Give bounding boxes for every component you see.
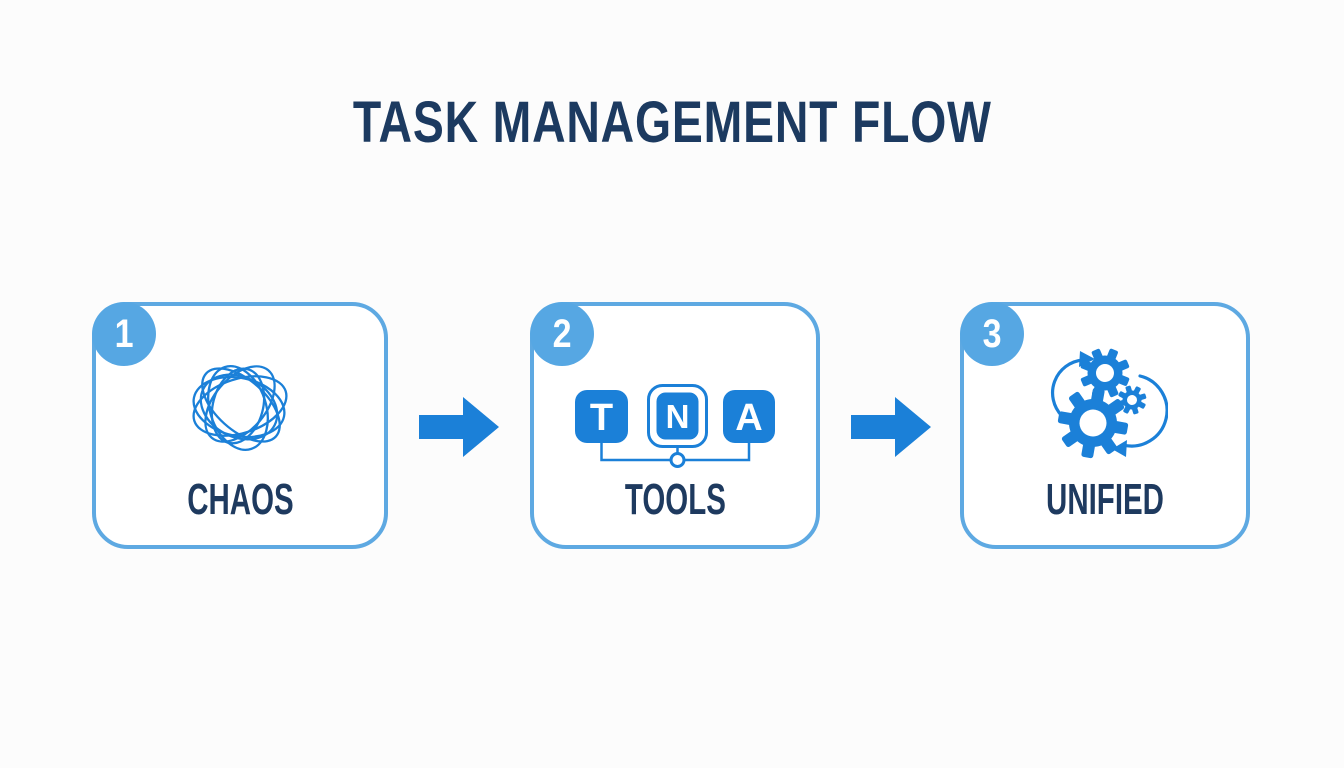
step-number: 2 [552,311,572,356]
page-title-text: TASK MANAGEMENT FLOW [352,90,992,155]
app-tiles-icon: T N A [534,384,816,468]
step-card-unified: 3 [960,302,1250,549]
tile-a-letter: A [735,397,762,439]
tile-a [723,390,775,443]
step-label: CHAOS [96,478,384,522]
step-label: TOOLS [534,478,816,522]
step-label-text: UNIFIED [1046,475,1164,524]
flow-arrow-icon [419,397,499,457]
hub-circle [669,452,686,468]
tile-t [575,390,628,443]
step-number-badge: 3 [960,302,1024,366]
step-card-chaos: 1 CHAOS [92,302,388,549]
page-title: TASK MANAGEMENT FLOW [0,94,1344,152]
step-number: 3 [982,311,1002,356]
step-number-badge: 1 [92,302,156,366]
step-number-badge: 2 [530,302,594,366]
step-card-tools: 2 T N A TOOLS [530,302,820,549]
flow-arrow-icon [851,397,931,457]
gears-sync-icon [964,346,1246,468]
tile-n [656,392,699,440]
tile-t-letter: T [590,397,613,439]
step-label-text: TOOLS [624,475,726,524]
step-label-text: CHAOS [186,475,294,524]
tangle-icon [96,350,384,466]
tile-n-letter: N [666,398,690,435]
step-number: 1 [114,311,134,356]
step-label: UNIFIED [964,478,1246,522]
